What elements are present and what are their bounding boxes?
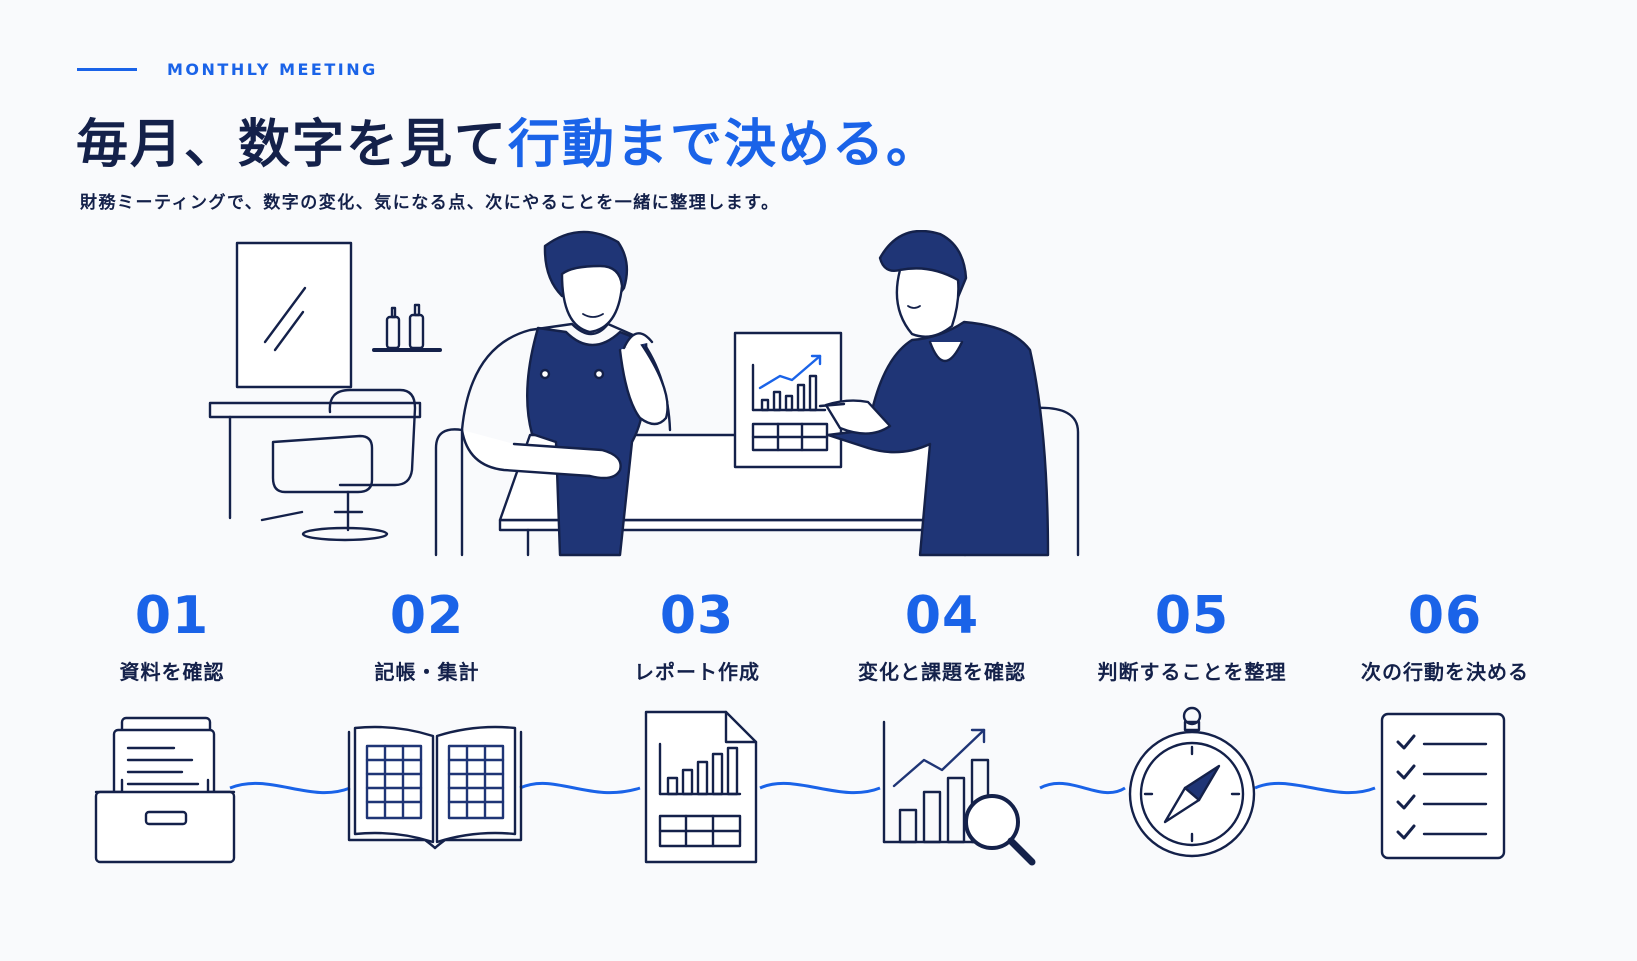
step-number: 06 bbox=[1407, 586, 1483, 646]
chart-magnifier-icon bbox=[882, 720, 1036, 866]
step-title: 資料を確認 bbox=[119, 660, 225, 684]
eyebrow-label: MONTHLY MEETING bbox=[167, 60, 378, 79]
page-title-main: 毎月、数字を見て bbox=[76, 115, 509, 175]
step-number: 05 bbox=[1154, 586, 1230, 646]
page-title-accent: 行動まで決める。 bbox=[508, 115, 941, 175]
step-06: 06 次の行動を決める bbox=[1325, 590, 1565, 685]
ledger-book-icon bbox=[347, 725, 523, 850]
report-document-icon bbox=[644, 710, 758, 864]
eyebrow: MONTHLY MEETING bbox=[77, 60, 378, 79]
step-title: レポート作成 bbox=[634, 660, 760, 684]
step-03: 03 レポート作成 bbox=[577, 590, 817, 685]
step-02: 02 記帳・集計 bbox=[307, 590, 547, 685]
compass-icon bbox=[1128, 706, 1256, 858]
meeting-scene-illustration bbox=[208, 230, 1080, 557]
step-number: 01 bbox=[134, 586, 210, 646]
step-04: 04 変化と課題を確認 bbox=[822, 590, 1062, 685]
step-number: 04 bbox=[904, 586, 980, 646]
eyebrow-rule bbox=[77, 68, 137, 71]
step-title: 判断することを整理 bbox=[1097, 660, 1287, 684]
page-subtitle: 財務ミーティングで、数字の変化、気になる点、次にやることを一緒に整理します。 bbox=[80, 193, 780, 213]
step-title: 記帳・集計 bbox=[374, 660, 480, 684]
step-title: 次の行動を決める bbox=[1361, 660, 1529, 684]
file-box-icon bbox=[94, 716, 236, 864]
page-title: 毎月、数字を見て行動まで決める。 bbox=[76, 102, 940, 177]
step-05: 05 判断することを整理 bbox=[1072, 590, 1312, 685]
checklist-icon bbox=[1380, 712, 1506, 860]
step-number: 03 bbox=[659, 586, 735, 646]
step-01: 01 資料を確認 bbox=[52, 590, 292, 685]
step-title: 変化と課題を確認 bbox=[858, 660, 1026, 684]
step-number: 02 bbox=[389, 586, 465, 646]
